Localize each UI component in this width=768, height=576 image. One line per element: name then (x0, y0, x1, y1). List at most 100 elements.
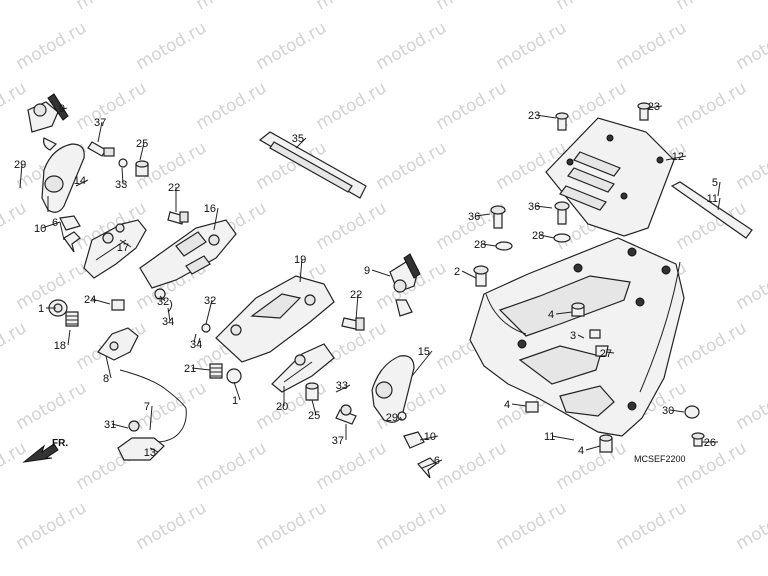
part-callout-14: 14 (74, 175, 86, 187)
step-bracket-center (215, 275, 335, 363)
part-callout-15: 15 (418, 346, 430, 358)
leader-line (665, 155, 687, 161)
watermark-text: motod.ru (433, 438, 511, 494)
watermark-text: motod.ru (313, 198, 391, 254)
watermark-text: motod.ru (73, 78, 151, 134)
leader-line (717, 181, 721, 197)
watermark-text: motod.ru (313, 0, 391, 14)
part-callout-10: 10 (34, 223, 46, 235)
leader-line (371, 269, 391, 277)
leader-line (105, 355, 112, 379)
part-callout-5: 5 (712, 177, 718, 189)
leader-line (585, 445, 601, 451)
leader-line (717, 197, 721, 211)
part-callout-36: 36 (528, 201, 540, 213)
watermark-text: motod.ru (493, 498, 571, 554)
part-callout-25: 25 (136, 138, 148, 150)
part-callout-3: 3 (570, 330, 576, 342)
watermark-text: motod.ru (553, 0, 631, 14)
part-callout-23: 23 (528, 110, 540, 122)
leader-line (411, 350, 433, 377)
leader-line (551, 435, 575, 441)
leader-line (355, 293, 359, 321)
part-callout-28: 28 (532, 230, 544, 242)
part-callout-35: 35 (292, 133, 304, 145)
collar-bolt-center (305, 382, 357, 425)
watermark-text: motod.ru (0, 318, 30, 374)
watermark-text: motod.ru (133, 498, 211, 554)
part-callout-34: 34 (162, 316, 174, 328)
part-callout-37: 37 (94, 117, 106, 129)
watermark-text: motod.ru (133, 18, 211, 74)
leader-line (149, 405, 153, 431)
leader-line (121, 167, 124, 185)
part-callout-16: 16 (204, 203, 216, 215)
watermark-text: motod.ru (313, 438, 391, 494)
rubber-grommets (525, 302, 705, 453)
part-callout-36: 36 (468, 211, 480, 223)
leader-line (419, 435, 439, 441)
screw-23 (555, 102, 651, 131)
strap-35 (258, 131, 367, 199)
watermark-text: motod.ru (193, 0, 271, 14)
watermark-text: motod.ru (613, 498, 691, 554)
leader-line (399, 416, 403, 421)
leader-line (535, 114, 557, 119)
step-bar-center (271, 343, 335, 393)
part-callout-11: 11 (707, 193, 718, 205)
lever-assembly-left (97, 299, 139, 361)
watermark-text: motod.ru (733, 498, 768, 554)
small-fasteners-center (154, 288, 211, 343)
part-callout-13: 13 (144, 447, 156, 459)
part-callout-28: 28 (474, 239, 486, 251)
leader-line (67, 329, 71, 346)
leader-line (75, 179, 89, 187)
part-callout-25: 25 (308, 410, 320, 422)
step-bar-left (139, 219, 237, 289)
part-callout-19: 19 (294, 254, 306, 266)
leader-line (59, 221, 65, 241)
watermark-text: motod.ru (253, 498, 331, 554)
part-callout-22: 22 (350, 289, 362, 301)
leader-line (197, 337, 201, 345)
hand-grip-part (41, 143, 85, 213)
watermark-text: motod.ru (13, 378, 91, 434)
leader-line (233, 381, 241, 401)
leader-line (555, 311, 573, 315)
part-callout-33: 33 (115, 179, 127, 191)
key-lock-part-right (389, 253, 421, 317)
watermark-text: motod.ru (433, 78, 511, 134)
leader-line (119, 239, 132, 248)
luggage-carrier-12 (545, 117, 675, 237)
leader-line (111, 423, 129, 429)
part-callout-12: 12 (672, 151, 684, 163)
leader-line (511, 403, 527, 407)
trim-strip-5 (670, 181, 753, 239)
part-callout-22: 22 (168, 182, 180, 194)
part-callout-23: 23 (648, 101, 660, 113)
part-callout-17: 17 (117, 242, 129, 254)
part-callout-32: 32 (157, 296, 169, 308)
clip-part-right (397, 411, 437, 479)
part-callout-1: 1 (38, 303, 44, 315)
part-callout-29: 29 (14, 159, 26, 171)
leader-line (461, 270, 477, 279)
leader-line (41, 221, 61, 229)
bolt-22-left (167, 211, 189, 225)
watermark-text: motod.ru (733, 18, 768, 74)
watermark-text: motod.ru (733, 258, 768, 314)
leader-line (97, 121, 103, 143)
watermark-text: motod.ru (193, 438, 271, 494)
watermark-text: motod.ru (0, 438, 30, 494)
rear-frame-assembly (469, 237, 685, 437)
part-callout-4: 4 (504, 399, 510, 411)
watermark-text: motod.ru (733, 138, 768, 194)
cable-7 (119, 369, 187, 443)
leader-line (139, 142, 145, 161)
watermark-text: motod.ru (253, 18, 331, 74)
watermark-text: motod.ru (673, 318, 751, 374)
part-callout-31: 31 (104, 419, 116, 431)
watermark-text: motod.ru (0, 78, 30, 134)
watermark-text: motod.ru (0, 198, 30, 254)
